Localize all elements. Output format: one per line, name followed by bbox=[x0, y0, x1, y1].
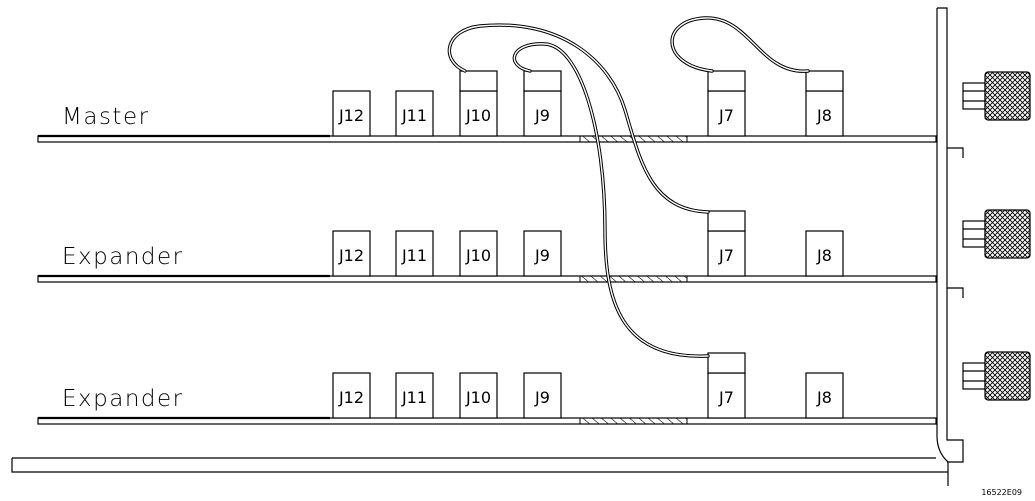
board-label: Master bbox=[62, 104, 150, 130]
connector-j9: J9 bbox=[523, 70, 562, 137]
connector-body bbox=[459, 372, 498, 419]
cable-1-inner bbox=[448, 24, 709, 213]
connector-body bbox=[395, 372, 434, 419]
connector-j10: J10 bbox=[459, 70, 498, 137]
connector-label: J7 bbox=[718, 388, 734, 407]
connector-body bbox=[332, 90, 371, 137]
connector-j10: J10 bbox=[459, 230, 498, 277]
connector-label: J9 bbox=[534, 106, 550, 125]
hatched-section bbox=[579, 417, 688, 425]
chassis-panel bbox=[936, 7, 964, 486]
connector-label: J7 bbox=[718, 106, 734, 125]
cable-header bbox=[707, 70, 746, 92]
cable-3-inner bbox=[671, 17, 809, 72]
cable-header bbox=[459, 70, 498, 92]
connector-j12: J12 bbox=[332, 90, 371, 137]
connector-j12: J12 bbox=[332, 230, 371, 277]
cable-header bbox=[523, 70, 562, 92]
connector-j9: J9 bbox=[523, 230, 562, 277]
thumbscrew-knob-2 bbox=[962, 209, 1031, 259]
connector-j11: J11 bbox=[395, 372, 434, 419]
connector-body bbox=[805, 90, 844, 137]
connector-body bbox=[707, 230, 746, 277]
board-label: Expander bbox=[62, 244, 184, 270]
connector-label: J11 bbox=[401, 246, 427, 265]
connector-body bbox=[523, 230, 562, 277]
connector-j11: J11 bbox=[395, 230, 434, 277]
connector-label: J8 bbox=[816, 106, 832, 125]
figure-id: 16522E09 bbox=[981, 488, 1022, 497]
connector-body bbox=[332, 230, 371, 277]
connector-body bbox=[707, 90, 746, 137]
connector-label: J9 bbox=[534, 246, 550, 265]
board-label: Expander bbox=[62, 386, 184, 412]
board-3: Expander J12 J11 J10 J9 J7 J8 bbox=[37, 352, 937, 425]
cable-header bbox=[707, 352, 746, 374]
connector-body bbox=[523, 90, 562, 137]
board-1: Master J12 J11 J10 J9 J7 J8 bbox=[37, 70, 937, 143]
base-plate bbox=[11, 457, 948, 473]
connector-body bbox=[523, 372, 562, 419]
connector-body bbox=[707, 372, 746, 419]
connector-j11: J11 bbox=[395, 90, 434, 137]
connector-j8: J8 bbox=[805, 230, 844, 277]
hatched-section bbox=[579, 275, 688, 283]
board-2: Expander J12 J11 J10 J9 J7 J8 bbox=[37, 210, 937, 283]
connector-j12: J12 bbox=[332, 372, 371, 419]
connector-label: J12 bbox=[338, 106, 364, 125]
connector-body bbox=[332, 372, 371, 419]
connector-label: J8 bbox=[816, 388, 832, 407]
cable-header bbox=[805, 70, 844, 92]
connector-label: J11 bbox=[401, 388, 427, 407]
connector-label: J10 bbox=[465, 106, 491, 125]
connector-label: J12 bbox=[338, 388, 364, 407]
connector-body bbox=[459, 230, 498, 277]
connector-label: J7 bbox=[718, 246, 734, 265]
connector-j7: J7 bbox=[707, 70, 746, 137]
connector-label: J12 bbox=[338, 246, 364, 265]
connector-label: J8 bbox=[816, 246, 832, 265]
cable-3 bbox=[670, 16, 810, 73]
cable-header bbox=[707, 210, 746, 232]
connector-j7: J7 bbox=[707, 210, 746, 277]
thumbscrew-knob-3 bbox=[962, 351, 1031, 401]
connector-j9: J9 bbox=[523, 372, 562, 419]
connector-label: J10 bbox=[465, 246, 491, 265]
connector-label: J10 bbox=[465, 388, 491, 407]
connector-label: J11 bbox=[401, 106, 427, 125]
connector-j7: J7 bbox=[707, 352, 746, 419]
connector-body bbox=[459, 90, 498, 137]
thumbscrew-knob-1 bbox=[962, 71, 1031, 121]
connector-j10: J10 bbox=[459, 372, 498, 419]
ribbon-cables bbox=[447, 16, 810, 358]
connector-body bbox=[395, 230, 434, 277]
connector-j8: J8 bbox=[805, 372, 844, 419]
cable-2-inner bbox=[513, 43, 709, 357]
connector-label: J9 bbox=[534, 388, 550, 407]
connector-body bbox=[395, 90, 434, 137]
connector-j8: J8 bbox=[805, 70, 844, 137]
connector-body bbox=[805, 230, 844, 277]
connector-body bbox=[805, 372, 844, 419]
